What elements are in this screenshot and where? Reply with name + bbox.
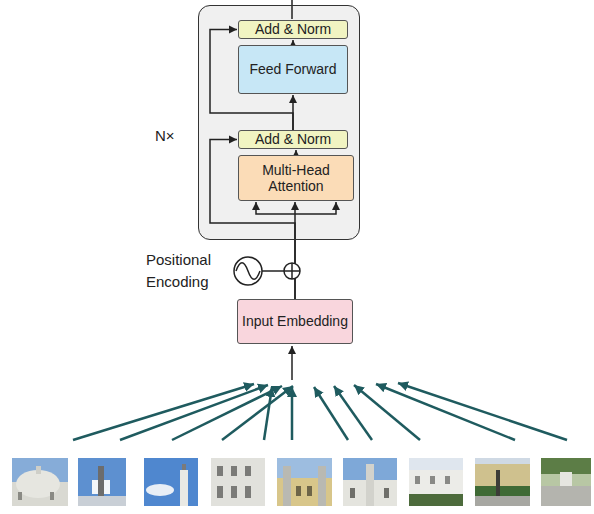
attention-box: Multi-Head Attention bbox=[238, 155, 354, 201]
box-label: Add & Norm bbox=[251, 131, 335, 147]
image-patch bbox=[211, 458, 265, 506]
connector-line bbox=[256, 202, 295, 214]
embedding-box: Input Embedding bbox=[237, 299, 353, 344]
box-label: Add & Norm bbox=[251, 21, 335, 37]
encoder-fill bbox=[198, 5, 360, 240]
output-line bbox=[291, 0, 293, 19]
image-patch bbox=[343, 458, 397, 506]
image-patch bbox=[144, 458, 198, 506]
image-patch bbox=[409, 458, 463, 506]
image-patch bbox=[277, 458, 332, 506]
image-patch bbox=[12, 458, 68, 506]
image-patch bbox=[78, 458, 126, 506]
repeat-label: N× bbox=[155, 127, 175, 144]
connector bbox=[256, 202, 336, 299]
image-patch bbox=[541, 458, 591, 506]
patch-arrows bbox=[73, 383, 567, 440]
image-patch bbox=[475, 458, 530, 506]
side-label: Positional Encoding bbox=[146, 249, 230, 293]
positional-encoding-symbol bbox=[234, 257, 300, 285]
box-label: Feed Forward bbox=[245, 61, 340, 77]
add-norm-box: Add & Norm bbox=[238, 20, 348, 39]
add-norm-box: Add & Norm bbox=[238, 130, 348, 149]
connector-line bbox=[295, 202, 336, 214]
box-label: Multi-Head Attention bbox=[239, 162, 353, 194]
encoder-block: N×Add & NormFeed ForwardAdd & NormMulti-… bbox=[198, 5, 360, 240]
image-patches bbox=[12, 458, 591, 506]
box-label: Input Embedding bbox=[238, 313, 352, 329]
input-arrow bbox=[291, 346, 293, 380]
feed-forward-box: Feed Forward bbox=[238, 45, 348, 94]
